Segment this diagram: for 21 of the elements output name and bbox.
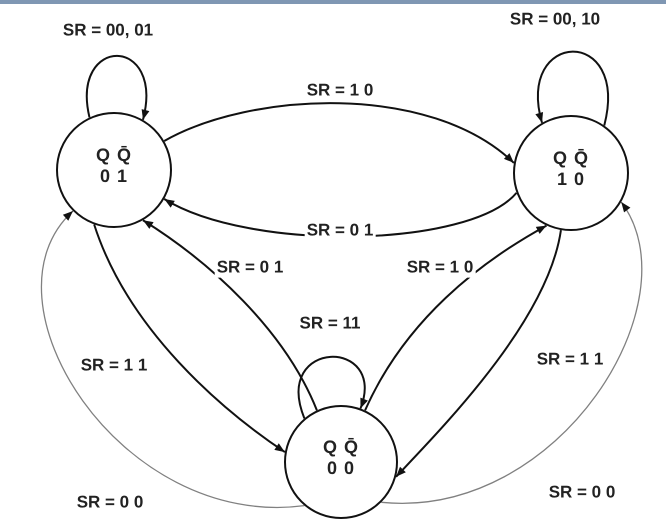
transition-arrow <box>86 54 149 120</box>
transition-arrow <box>536 50 609 126</box>
state-value: 1 0 <box>556 169 586 190</box>
transition-arrow <box>142 219 318 411</box>
transition-arrow <box>41 210 304 508</box>
transition-arrow <box>364 224 547 411</box>
transition-arrow <box>93 224 286 453</box>
state-variables: Q Q̄ <box>322 437 359 458</box>
edge-label: SR = 0 1 <box>304 222 376 240</box>
state-value: 0 0 <box>326 458 356 479</box>
edge-label: SR = 1 0 <box>404 258 476 278</box>
edge-label: SR = 00, 10 <box>508 10 602 30</box>
state-variables: Q Q̄ <box>552 148 589 169</box>
state-value: 0 1 <box>100 166 128 187</box>
transition-arrow <box>298 356 367 419</box>
state-variables: Q Q̄ <box>96 145 132 166</box>
edge-label: SR = 0 1 <box>214 258 286 278</box>
transition-arrow <box>381 202 642 503</box>
transition-arrow <box>395 230 562 478</box>
transition-arrow <box>164 102 514 164</box>
edge-label: SR = 00, 01 <box>60 22 156 40</box>
